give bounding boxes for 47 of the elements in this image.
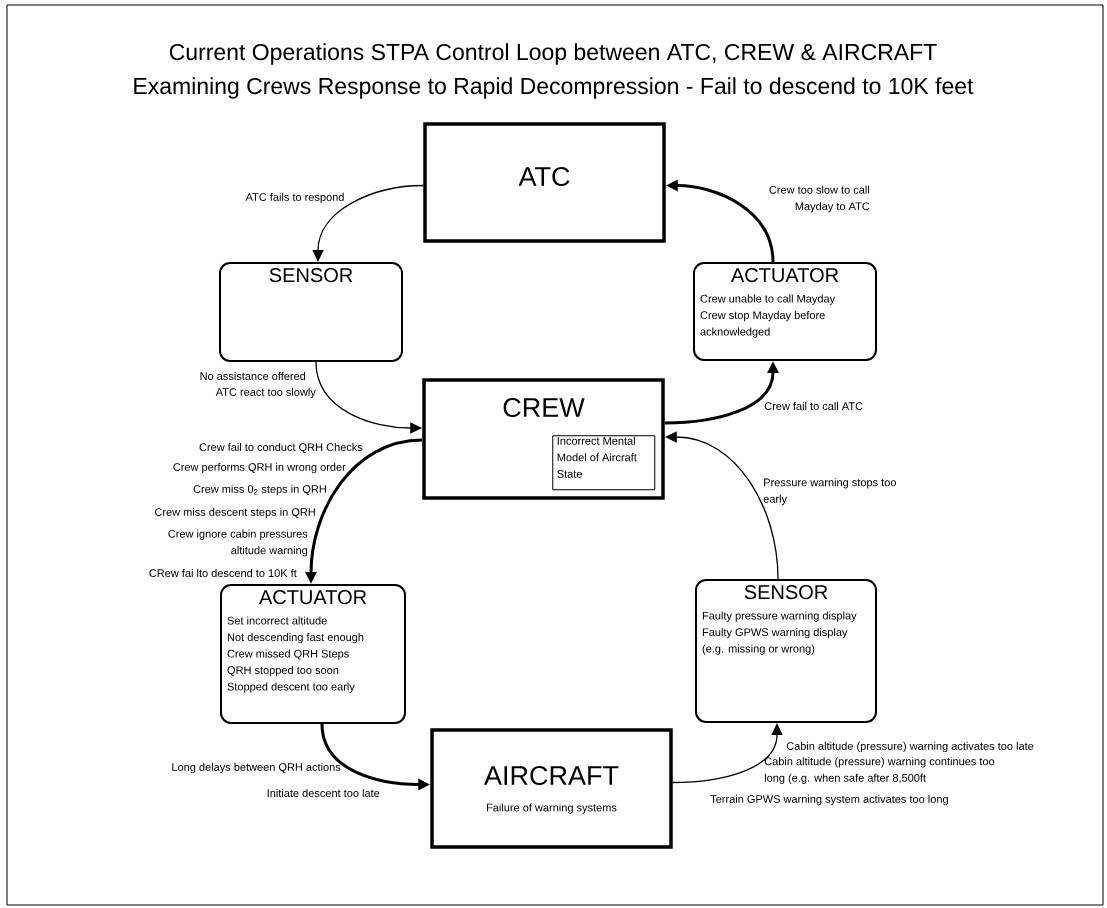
box-text: Incorrect Mental Model of Aircraft State xyxy=(557,436,637,478)
box-text: Faulty pressure warning display xyxy=(702,611,857,622)
edge-label: ATC fails to respond xyxy=(245,192,344,204)
annotation-text: CRew fai lto descend to 10K ft xyxy=(149,568,297,578)
block-box xyxy=(430,728,673,849)
edge-label: Crew fail to call ATC xyxy=(764,401,863,411)
annotation-text: Terrain GPWS warning system activates too long xyxy=(710,794,948,806)
subtitle: Examining Crews Response to Rapid Decompression - Fail to descend to 10K feet xyxy=(134,77,974,99)
arrow xyxy=(312,184,424,262)
annotation-text: Long delays between QRH actions xyxy=(172,762,341,774)
annotation-text: Initiate descent too late xyxy=(267,788,380,798)
arrow xyxy=(672,723,783,784)
box-title: ATC xyxy=(518,167,570,187)
annotation-text: Cabin altitude (pressure) warning continues too long (e.g. when safe after 8,500ft xyxy=(764,757,995,784)
block-box xyxy=(423,122,666,243)
box-text: Set incorrect altitude xyxy=(227,616,327,625)
box-title: SENSOR xyxy=(269,268,353,283)
box-text: Failure of warning systems xyxy=(487,803,617,814)
inner-box xyxy=(552,435,656,491)
annotation-text: Crew miss descent steps in QRH xyxy=(155,507,315,519)
rounded-box xyxy=(693,262,877,361)
rounded-box xyxy=(220,584,406,724)
annotation-text: ATC react too slowly xyxy=(215,387,316,399)
edge-label: Crew too slow to call Mayday to ATC xyxy=(769,185,870,213)
rounded-box xyxy=(219,262,403,362)
box-title: CREW xyxy=(503,398,585,418)
annotation-text: No assistance offered xyxy=(200,371,306,381)
block-box xyxy=(422,378,665,500)
box-title: ACTUATOR xyxy=(730,268,839,283)
annotation-text: Cabin altitude (pressure) warning activates too late xyxy=(786,741,1034,753)
box-text: Faulty GPWS warning display (e.g. missing or wrong) xyxy=(702,628,848,655)
box-text: Crew stop Mayday before acknowledged xyxy=(700,311,825,338)
annotation-text: Crew ignore cabin pressures altitude warning xyxy=(168,529,308,557)
annotation-text: Crew performs QRH in wrong order xyxy=(173,462,346,474)
box-text: Crew unable to call Mayday xyxy=(700,294,836,305)
rounded-box xyxy=(695,579,877,723)
box-text: Stopped descent too early xyxy=(227,682,355,693)
box-text: Crew missed QRH Steps xyxy=(227,649,349,660)
box-text: QRH stopped too soon xyxy=(227,666,339,677)
box-title: AIRCRAFT xyxy=(484,766,619,786)
title: Current Operations STPA Control Loop between ATC, CREW & AIRCRAFT xyxy=(169,43,937,65)
annotation-text: Crew fail to conduct QRH Checks xyxy=(199,443,363,453)
box-title: ACTUATOR xyxy=(259,590,367,605)
box-text: Not descending fast enough xyxy=(227,633,364,644)
edge-label: Pressure warning stops too early xyxy=(763,478,896,505)
annotation-text: Crew miss 0$_{2}$ steps in QRH xyxy=(193,484,326,496)
box-title: SENSOR xyxy=(744,585,828,600)
